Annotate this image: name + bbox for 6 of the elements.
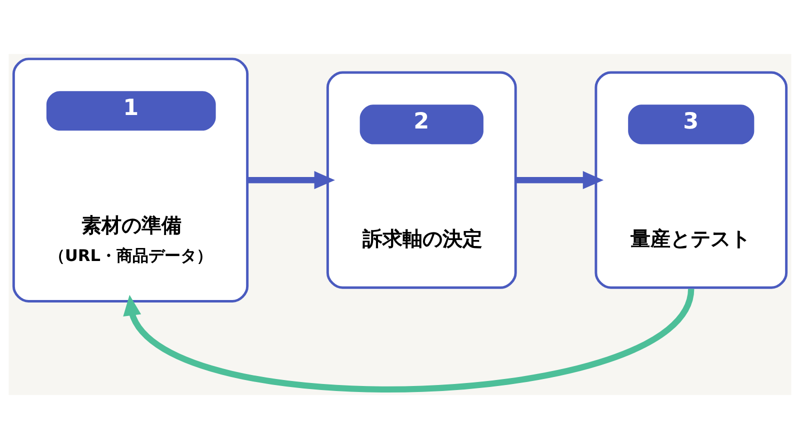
node-box: 2 訴求軸の決定 bbox=[326, 70, 517, 288]
arrow bbox=[123, 287, 694, 392]
node-box: 3 量産とテスト bbox=[594, 70, 788, 288]
arrow bbox=[516, 170, 604, 189]
arrow bbox=[247, 170, 335, 189]
node-box: 1 素材の準備 （URL・商品データ） bbox=[12, 57, 249, 302]
